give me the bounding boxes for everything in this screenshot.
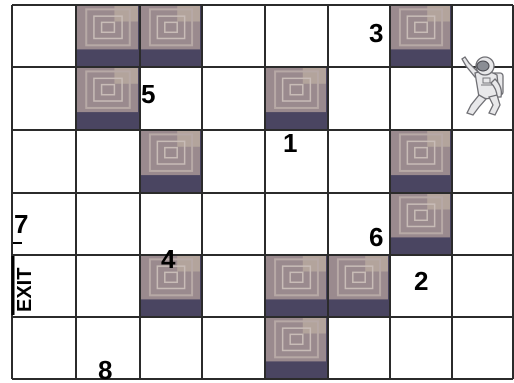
crate-block[interactable]	[140, 130, 202, 193]
cell-number-label: 3	[369, 18, 383, 48]
crate-block[interactable]	[265, 255, 328, 317]
cell-number-label: 4	[161, 244, 176, 274]
cell-number-label: 8	[98, 355, 112, 383]
crate-block[interactable]	[390, 193, 452, 255]
crate-block[interactable]	[390, 5, 452, 67]
crate-block[interactable]	[76, 67, 140, 130]
cell-number-label: 2	[414, 266, 428, 296]
crate-block[interactable]	[328, 255, 390, 317]
exit-label: EXIT	[14, 268, 36, 312]
cell-number-label: 1	[283, 128, 297, 158]
cell-number-label: 5	[141, 79, 155, 109]
cell-number-label: 6	[369, 222, 383, 252]
crate-block[interactable]	[265, 317, 328, 379]
crate-block[interactable]	[390, 130, 452, 193]
crate-block[interactable]	[265, 67, 328, 130]
crate-block[interactable]	[140, 5, 202, 67]
crate-block[interactable]	[76, 5, 140, 67]
cell-number-label: 7	[14, 209, 28, 239]
